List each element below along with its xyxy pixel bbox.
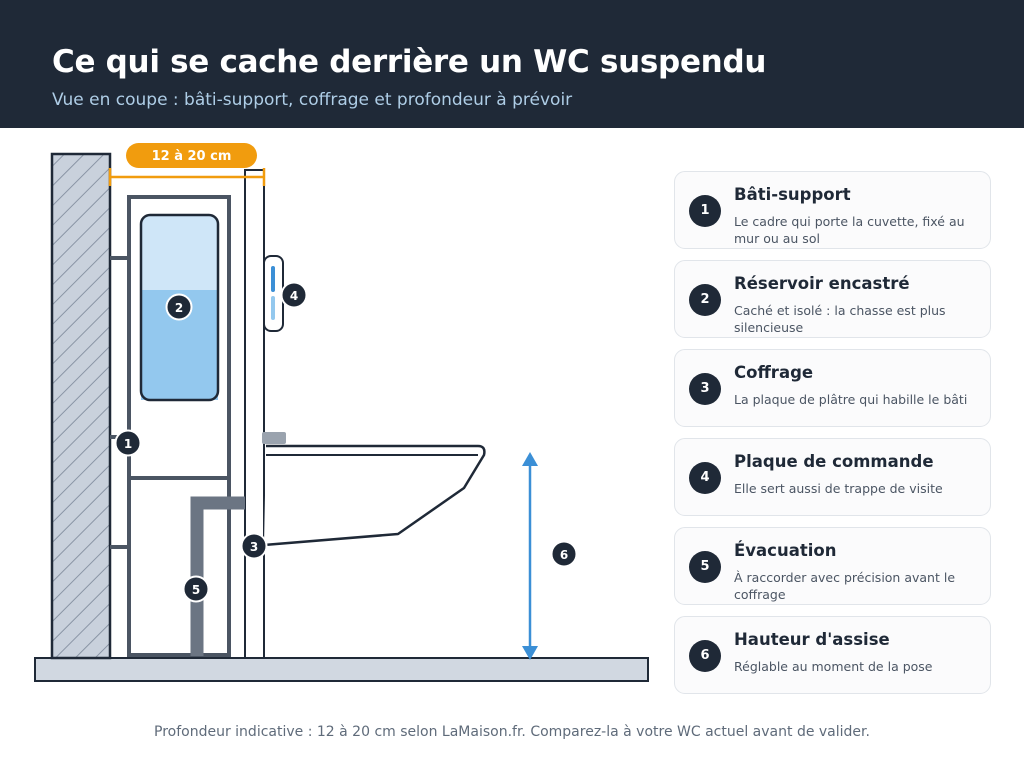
- seat-height-arrow: [522, 452, 538, 660]
- depth-label: 12 à 20 cm: [152, 149, 232, 164]
- marker-3: 3: [240, 532, 268, 560]
- cross-section-diagram: 12 à 20 cm 1 2 3 4 5 6: [34, 143, 649, 682]
- legend-card-plaque-commande: 4 Plaque de commande Elle sert aussi de …: [674, 438, 991, 516]
- legend-title: Bâti-support: [734, 185, 851, 204]
- floor: [34, 657, 649, 682]
- legend-title: Hauteur d'assise: [734, 630, 890, 649]
- page-title: Ce qui se cache derrière un WC suspendu: [52, 44, 767, 80]
- depth-dimension: 12 à 20 cm: [108, 143, 266, 186]
- legend-description: Caché et isolé : la chasse est plus sile…: [734, 303, 946, 335]
- legend-description: Réglable au moment de la pose: [734, 659, 933, 674]
- svg-text:6: 6: [560, 548, 568, 562]
- marker-4: 4: [280, 281, 308, 309]
- svg-text:1: 1: [124, 437, 132, 451]
- legend-description: Le cadre qui porte la cuvette, fixé au m…: [734, 214, 965, 246]
- legend-number-badge: 4: [689, 462, 721, 494]
- footer-note: Profondeur indicative : 12 à 20 cm selon…: [154, 724, 870, 740]
- legend-description: À raccorder avec précision avant le coff…: [734, 570, 956, 602]
- page-subtitle: Vue en coupe : bâti-support, coffrage et…: [52, 90, 573, 110]
- bati-support-frame: [110, 195, 231, 657]
- legend-title: Réservoir encastré: [734, 274, 910, 293]
- svg-text:2: 2: [175, 301, 183, 315]
- legend-number-badge: 3: [689, 373, 721, 405]
- legend-card-coffrage: 3 Coffrage La plaque de plâtre qui habil…: [674, 349, 991, 427]
- marker-6: 6: [550, 540, 578, 568]
- header: Ce qui se cache derrière un WC suspendu …: [0, 0, 1024, 128]
- marker-2: 2: [165, 293, 193, 321]
- legend-card-hauteur-assise: 6 Hauteur d'assise Réglable au moment de…: [674, 616, 991, 694]
- legend-card-reservoir: 2 Réservoir encastré Caché et isolé : la…: [674, 260, 991, 338]
- marker-5: 5: [182, 575, 210, 603]
- legend-card-evacuation: 5 Évacuation À raccorder avec précision …: [674, 527, 991, 605]
- legend-card-bati-support: 1 Bâti-support Le cadre qui porte la cuv…: [674, 171, 991, 249]
- legend-title: Évacuation: [734, 541, 837, 560]
- svg-text:5: 5: [192, 583, 200, 597]
- svg-text:4: 4: [290, 289, 298, 303]
- evacuation-pipe: [190, 496, 245, 656]
- legend-number-badge: 2: [689, 284, 721, 316]
- legend-number-badge: 5: [689, 551, 721, 583]
- toilet-bowl: [262, 432, 486, 547]
- legend-number-badge: 6: [689, 640, 721, 672]
- wall: [50, 152, 112, 660]
- legend-description: Elle sert aussi de trappe de visite: [734, 481, 943, 496]
- legend-description: La plaque de plâtre qui habille le bâti: [734, 392, 968, 407]
- legend-number-badge: 1: [689, 195, 721, 227]
- marker-1: 1: [114, 429, 142, 457]
- control-plate: [263, 255, 284, 332]
- svg-text:3: 3: [250, 540, 258, 554]
- coffrage-panel: [244, 169, 265, 659]
- legend-title: Coffrage: [734, 363, 814, 382]
- legend-title: Plaque de commande: [734, 452, 934, 471]
